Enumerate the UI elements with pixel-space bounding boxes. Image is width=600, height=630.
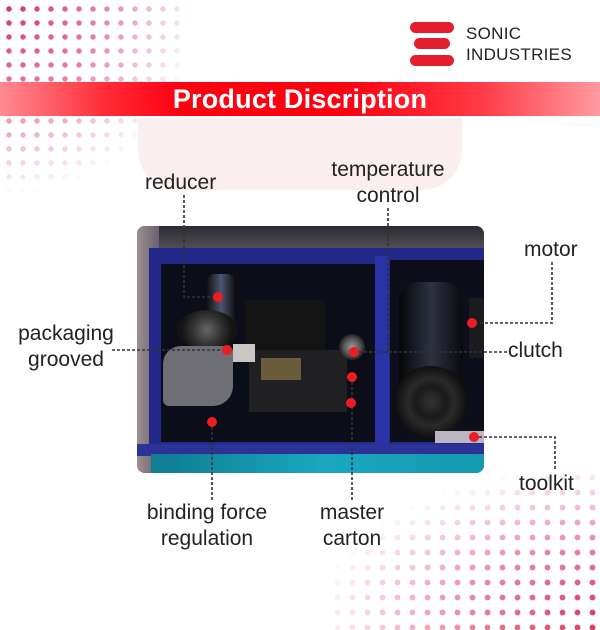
label-motor: motor xyxy=(524,238,578,261)
bracket-part xyxy=(233,344,255,362)
title-banner: Product Discription xyxy=(0,82,600,116)
page-title: Product Discription xyxy=(172,84,428,114)
label-master-carton: master carton xyxy=(319,501,385,550)
marker-packaging-grooved xyxy=(222,345,232,355)
label-toolkit: toolkit xyxy=(519,472,574,495)
brand-logo: SONIC INDUSTRIES xyxy=(410,22,572,66)
guide-block-part xyxy=(245,300,325,356)
brand-name: SONIC INDUSTRIES xyxy=(466,23,572,65)
clutch-part xyxy=(469,298,484,358)
label-packaging-grooved: packaging grooved xyxy=(18,322,114,371)
brand-name-line1: SONIC xyxy=(466,24,522,43)
marker-reducer xyxy=(213,292,223,302)
pulley-part xyxy=(177,310,237,350)
compartment-divider xyxy=(375,256,389,451)
brand-name-line2: INDUSTRIES xyxy=(466,45,572,64)
packaging-arm-part xyxy=(163,346,233,406)
sonic-logo-icon xyxy=(410,22,454,66)
marker-toolkit xyxy=(469,432,479,442)
marker-motor xyxy=(467,318,477,328)
label-temperature-control: temperature control xyxy=(331,158,445,207)
marker-temperature-control xyxy=(349,347,359,357)
label-reducer: reducer xyxy=(145,171,217,194)
heater-label-plate xyxy=(261,358,301,380)
marker-master-carton-1 xyxy=(347,372,357,382)
label-binding-force-regulation: binding force regulation xyxy=(146,501,268,550)
machine-base-teal xyxy=(151,454,484,473)
marker-master-carton-2 xyxy=(346,398,356,408)
label-clutch: clutch xyxy=(508,339,563,362)
decorative-background-shape xyxy=(138,118,462,190)
motor-fan-part xyxy=(393,366,469,438)
machine-photo xyxy=(137,226,484,473)
machine-shelf xyxy=(137,444,484,456)
marker-binding-force-regulation xyxy=(207,417,217,427)
